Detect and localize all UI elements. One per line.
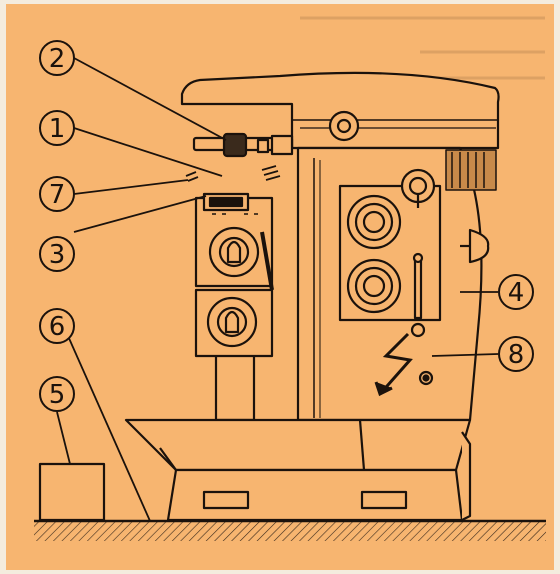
milling-machine: [38, 71, 500, 522]
overarm: [180, 71, 500, 150]
callout-6: 6: [39, 308, 75, 344]
svg-text:3: 3: [49, 240, 66, 270]
motor-ribs: [445, 149, 497, 191]
callout-5: 5: [39, 376, 75, 412]
svg-text:6: 6: [49, 312, 66, 342]
svg-text:5: 5: [49, 380, 66, 410]
svg-text:7: 7: [49, 180, 66, 210]
svg-text:2: 2: [49, 44, 66, 74]
svg-text:4: 4: [508, 278, 525, 308]
lightning-icon: [374, 332, 413, 397]
callout-3: 3: [39, 236, 75, 272]
callout-1: 1: [39, 110, 75, 146]
callout-7: 7: [39, 176, 75, 212]
feed-lever: [413, 256, 423, 320]
faded-text-lines: [300, 16, 545, 80]
floor: [34, 519, 546, 541]
cutter: [222, 132, 248, 158]
svg-text:8: 8: [508, 340, 525, 370]
callout-4: 4: [498, 274, 534, 310]
leader-lines: [56, 57, 499, 522]
spark-marks: [185, 165, 281, 182]
crank-handle: [260, 231, 274, 291]
callout-2: 2: [39, 40, 75, 76]
floor-box: [38, 462, 106, 522]
side-handwheel: [468, 228, 490, 264]
worktable-base: [124, 418, 472, 472]
svg-text:1: 1: [49, 114, 66, 144]
callout-8: 8: [498, 336, 534, 372]
